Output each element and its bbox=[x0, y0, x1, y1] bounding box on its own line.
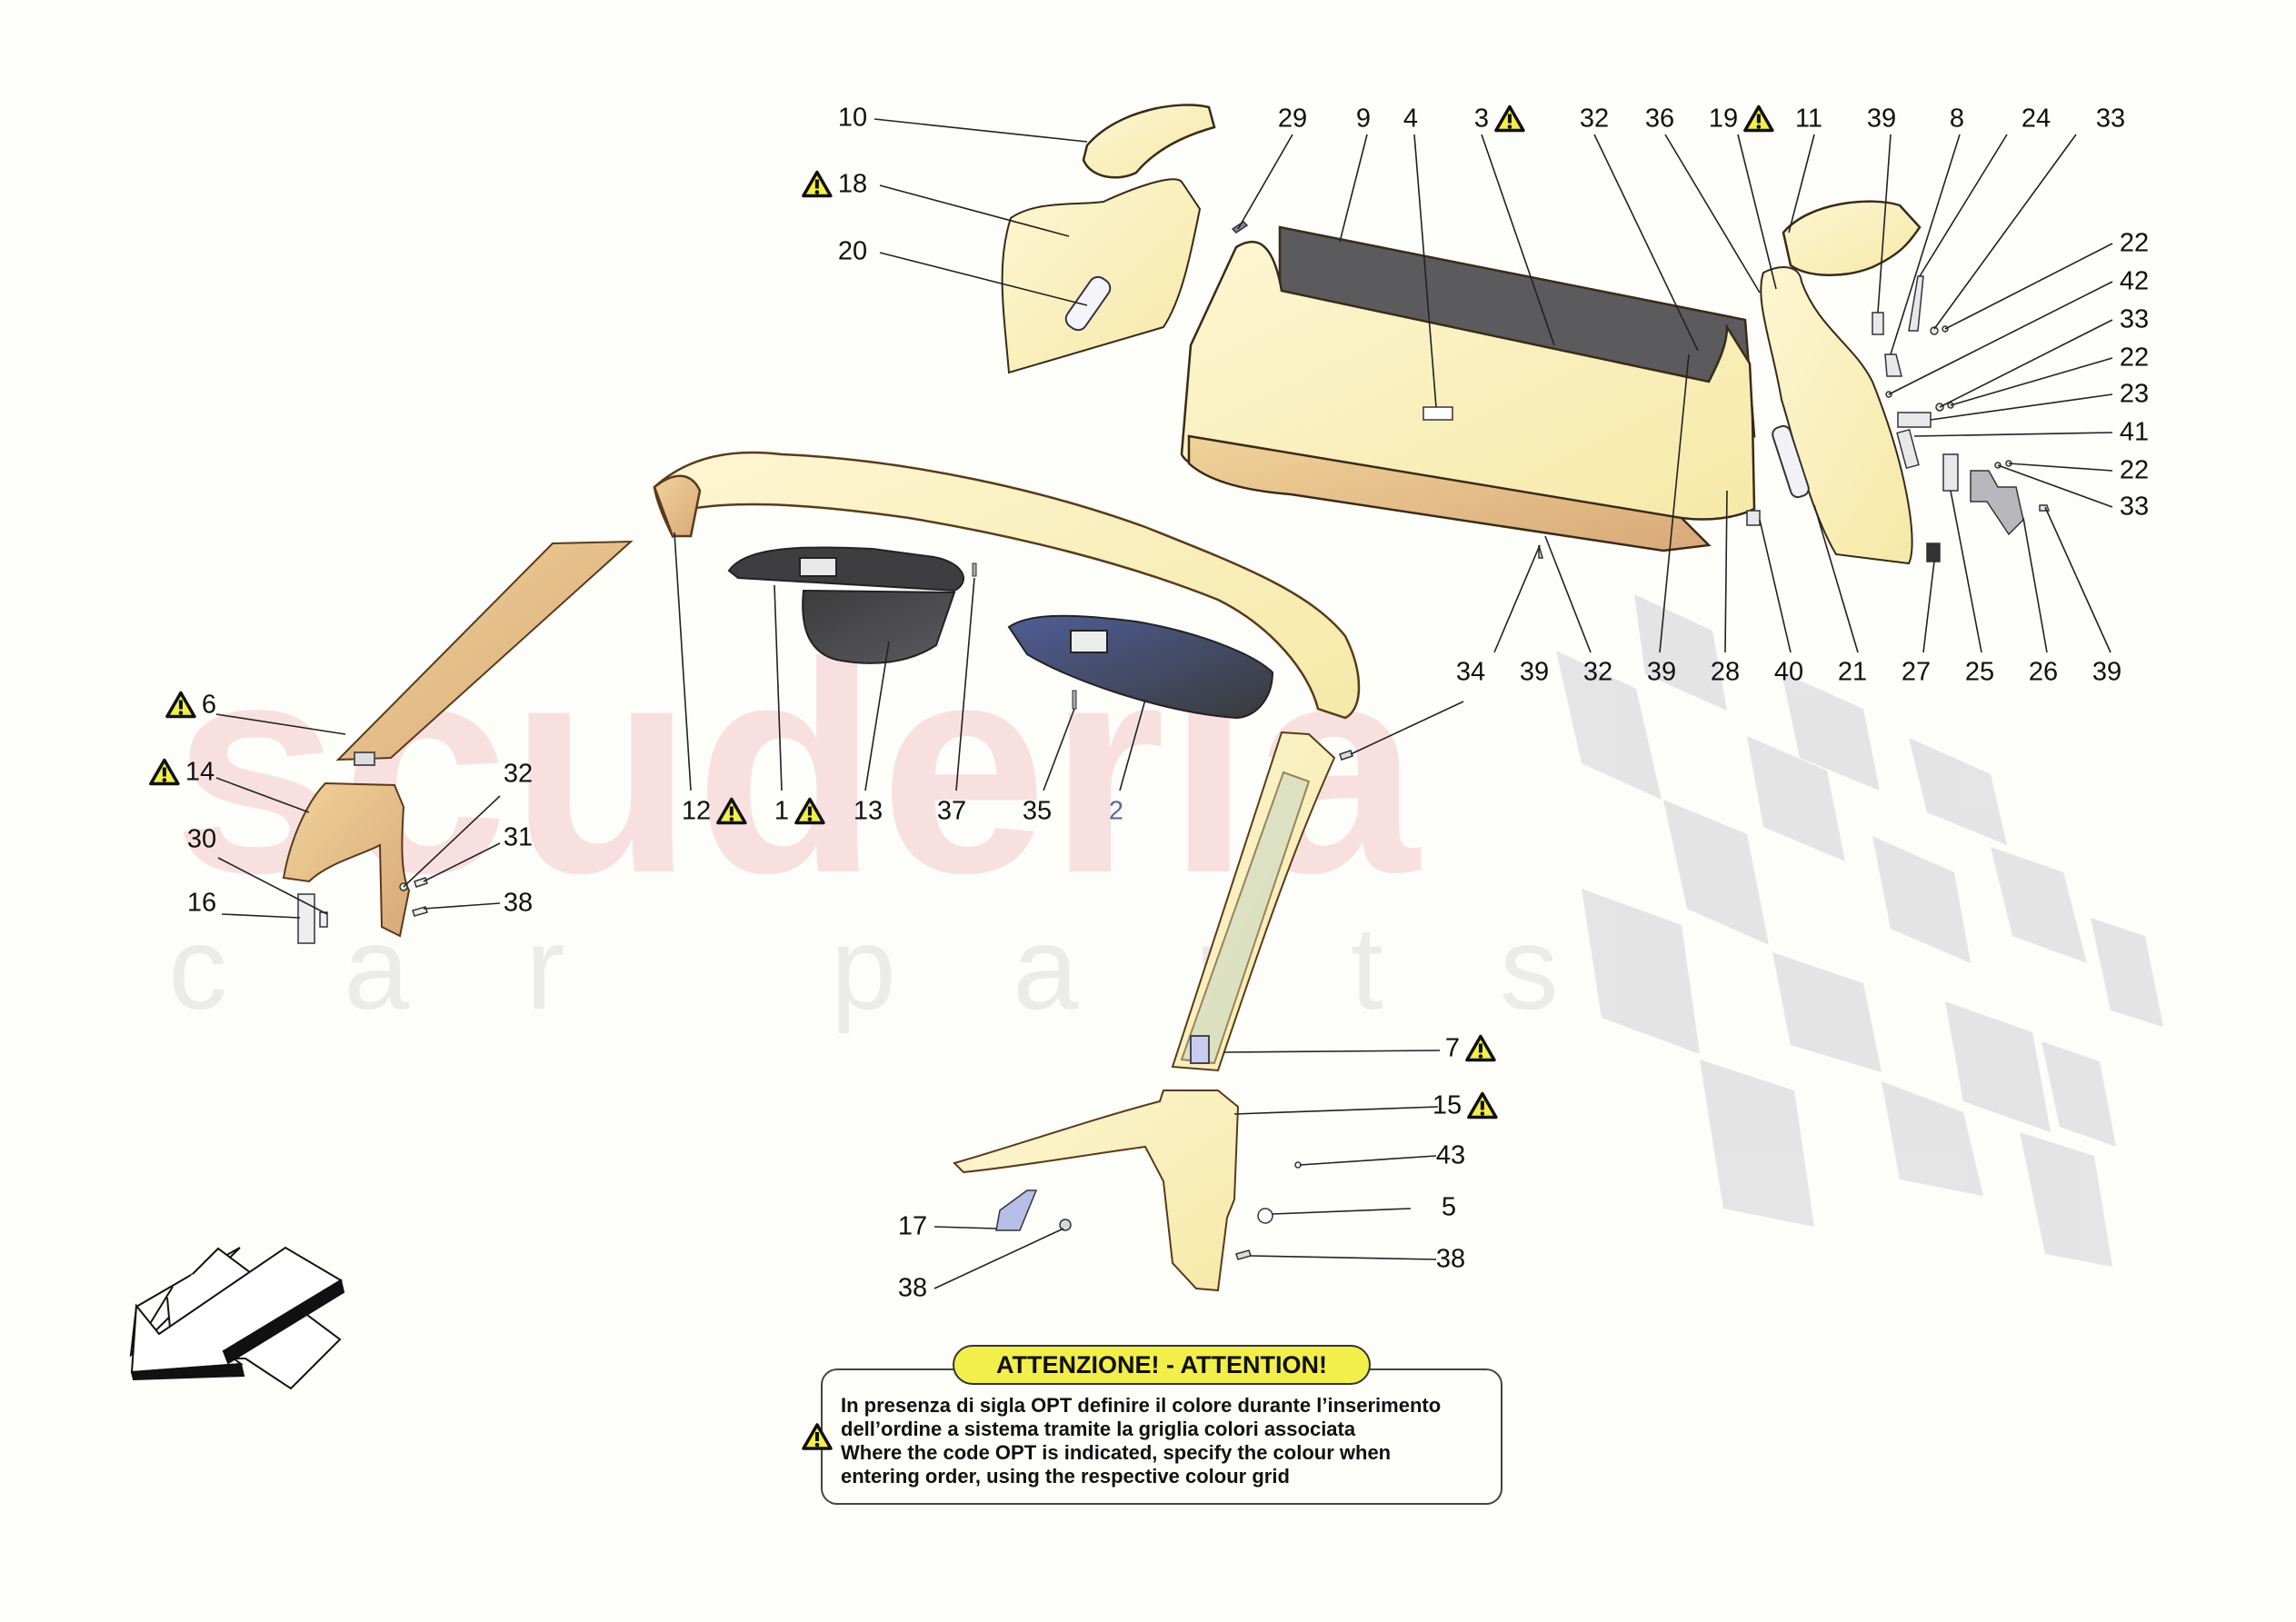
part-7-pillar bbox=[1171, 731, 1336, 1072]
callout-38[interactable]: 38 bbox=[1435, 1244, 1466, 1274]
hardware-left bbox=[297, 877, 428, 944]
part-18-quarter-panel bbox=[1001, 178, 1202, 374]
callout-35[interactable]: 35 bbox=[1022, 796, 1053, 826]
warning-icon bbox=[1467, 1091, 1498, 1119]
callout-32[interactable]: 32 bbox=[1579, 104, 1610, 134]
callout-17[interactable]: 17 bbox=[897, 1211, 928, 1241]
callout-3[interactable]: 3 bbox=[1474, 104, 1525, 134]
callout-26[interactable]: 26 bbox=[2028, 657, 2059, 687]
callout-20[interactable]: 20 bbox=[837, 236, 868, 266]
callout-38[interactable]: 38 bbox=[503, 888, 534, 918]
part-10-cover bbox=[1082, 104, 1216, 179]
callout-39[interactable]: 39 bbox=[1519, 657, 1550, 687]
callout-28[interactable]: 28 bbox=[1710, 657, 1741, 687]
callout-9[interactable]: 9 bbox=[1355, 104, 1372, 134]
callout-42[interactable]: 42 bbox=[2119, 266, 2150, 296]
notice-line-it-2: dell’ordine a sistema tramite la griglia… bbox=[841, 1418, 1356, 1440]
callout-1[interactable]: 1 bbox=[774, 797, 825, 826]
callout-34[interactable]: 34 bbox=[1455, 657, 1486, 687]
part-35-screw bbox=[1072, 690, 1077, 710]
orientation-arrow-icon bbox=[129, 1246, 345, 1390]
callout-24[interactable]: 24 bbox=[2021, 104, 2051, 134]
callout-2[interactable]: 2 bbox=[1108, 796, 1124, 826]
callout-22[interactable]: 22 bbox=[2119, 343, 2150, 373]
callout-31[interactable]: 31 bbox=[503, 822, 534, 852]
callout-43[interactable]: 43 bbox=[1435, 1140, 1466, 1170]
leader-lines bbox=[215, 118, 2113, 1289]
attention-notice-box bbox=[821, 1368, 1502, 1505]
warning-icon bbox=[802, 170, 833, 198]
callout-22[interactable]: 22 bbox=[2119, 455, 2150, 485]
callout-21[interactable]: 21 bbox=[1837, 657, 1868, 687]
callout-11[interactable]: 11 bbox=[1794, 104, 1823, 134]
callout-13[interactable]: 13 bbox=[853, 796, 883, 826]
part-15-trim bbox=[953, 1090, 1240, 1292]
callout-36[interactable]: 36 bbox=[1644, 104, 1675, 134]
callout-33[interactable]: 33 bbox=[2119, 304, 2150, 334]
callout-39[interactable]: 39 bbox=[2091, 657, 2122, 687]
callout-40[interactable]: 40 bbox=[1773, 657, 1804, 687]
callout-4[interactable]: 4 bbox=[1403, 104, 1419, 134]
part-9-rear-bulkhead bbox=[1180, 225, 1756, 552]
callout-14[interactable]: 14 bbox=[149, 758, 215, 787]
callout-8[interactable]: 8 bbox=[1949, 104, 1965, 134]
callout-22[interactable]: 22 bbox=[2119, 228, 2150, 258]
part-6-pillar bbox=[335, 540, 634, 766]
callout-23[interactable]: 23 bbox=[2119, 379, 2150, 409]
warning-icon bbox=[165, 691, 196, 719]
callout-32[interactable]: 32 bbox=[503, 759, 534, 789]
part-1-sun-visor bbox=[727, 546, 964, 592]
part-37-screw bbox=[972, 562, 977, 577]
callout-39[interactable]: 39 bbox=[1646, 657, 1677, 687]
callout-37[interactable]: 37 bbox=[936, 796, 967, 826]
callout-12[interactable]: 12 bbox=[682, 797, 747, 826]
callout-27[interactable]: 27 bbox=[1901, 657, 1932, 687]
warning-icon bbox=[716, 797, 747, 825]
warning-icon bbox=[149, 758, 180, 786]
callout-19[interactable]: 19 bbox=[1709, 104, 1774, 134]
callout-38[interactable]: 38 bbox=[897, 1273, 928, 1303]
warning-icon bbox=[1465, 1034, 1496, 1062]
warning-icon bbox=[794, 797, 825, 825]
part-14-trim bbox=[282, 781, 411, 938]
hardware-bottom bbox=[995, 544, 1543, 1260]
callout-7[interactable]: 7 bbox=[1445, 1034, 1496, 1063]
notice-line-it-1: In presenza di sigla OPT definire il col… bbox=[841, 1394, 1442, 1417]
callout-18[interactable]: 18 bbox=[802, 170, 867, 199]
callout-41[interactable]: 41 bbox=[2119, 417, 2150, 447]
callout-16[interactable]: 16 bbox=[186, 888, 217, 918]
warning-icon bbox=[1494, 104, 1525, 133]
part-2-sun-visor bbox=[1007, 614, 1274, 720]
attention-notice-text: In presenza di sigla OPT definire il col… bbox=[841, 1394, 1495, 1488]
part-21-quarter-panel bbox=[1760, 266, 1913, 565]
callout-33[interactable]: 33 bbox=[2095, 104, 2126, 134]
part-11-cover bbox=[1782, 200, 1922, 276]
callout-15[interactable]: 15 bbox=[1433, 1091, 1498, 1120]
warning-icon bbox=[1743, 104, 1774, 133]
callout-30[interactable]: 30 bbox=[186, 824, 217, 854]
warning-icon bbox=[802, 1423, 833, 1450]
notice-line-en-1: Where the code OPT is indicated, specify… bbox=[841, 1441, 1392, 1464]
part-12-crossmember bbox=[653, 451, 1361, 720]
attention-notice-title: ATTENZIONE! - ATTENTION! bbox=[953, 1345, 1371, 1385]
callout-25[interactable]: 25 bbox=[1964, 657, 1995, 687]
notice-line-en-2: entering order, using the respective col… bbox=[841, 1465, 1290, 1488]
callout-10[interactable]: 10 bbox=[837, 103, 868, 133]
callout-29[interactable]: 29 bbox=[1277, 104, 1308, 134]
callout-5[interactable]: 5 bbox=[1441, 1192, 1457, 1222]
part-13-cover bbox=[802, 589, 956, 664]
callout-39[interactable]: 39 bbox=[1866, 104, 1897, 134]
callout-32[interactable]: 32 bbox=[1582, 657, 1613, 687]
callout-6[interactable]: 6 bbox=[165, 691, 216, 720]
callout-33[interactable]: 33 bbox=[2119, 492, 2150, 522]
